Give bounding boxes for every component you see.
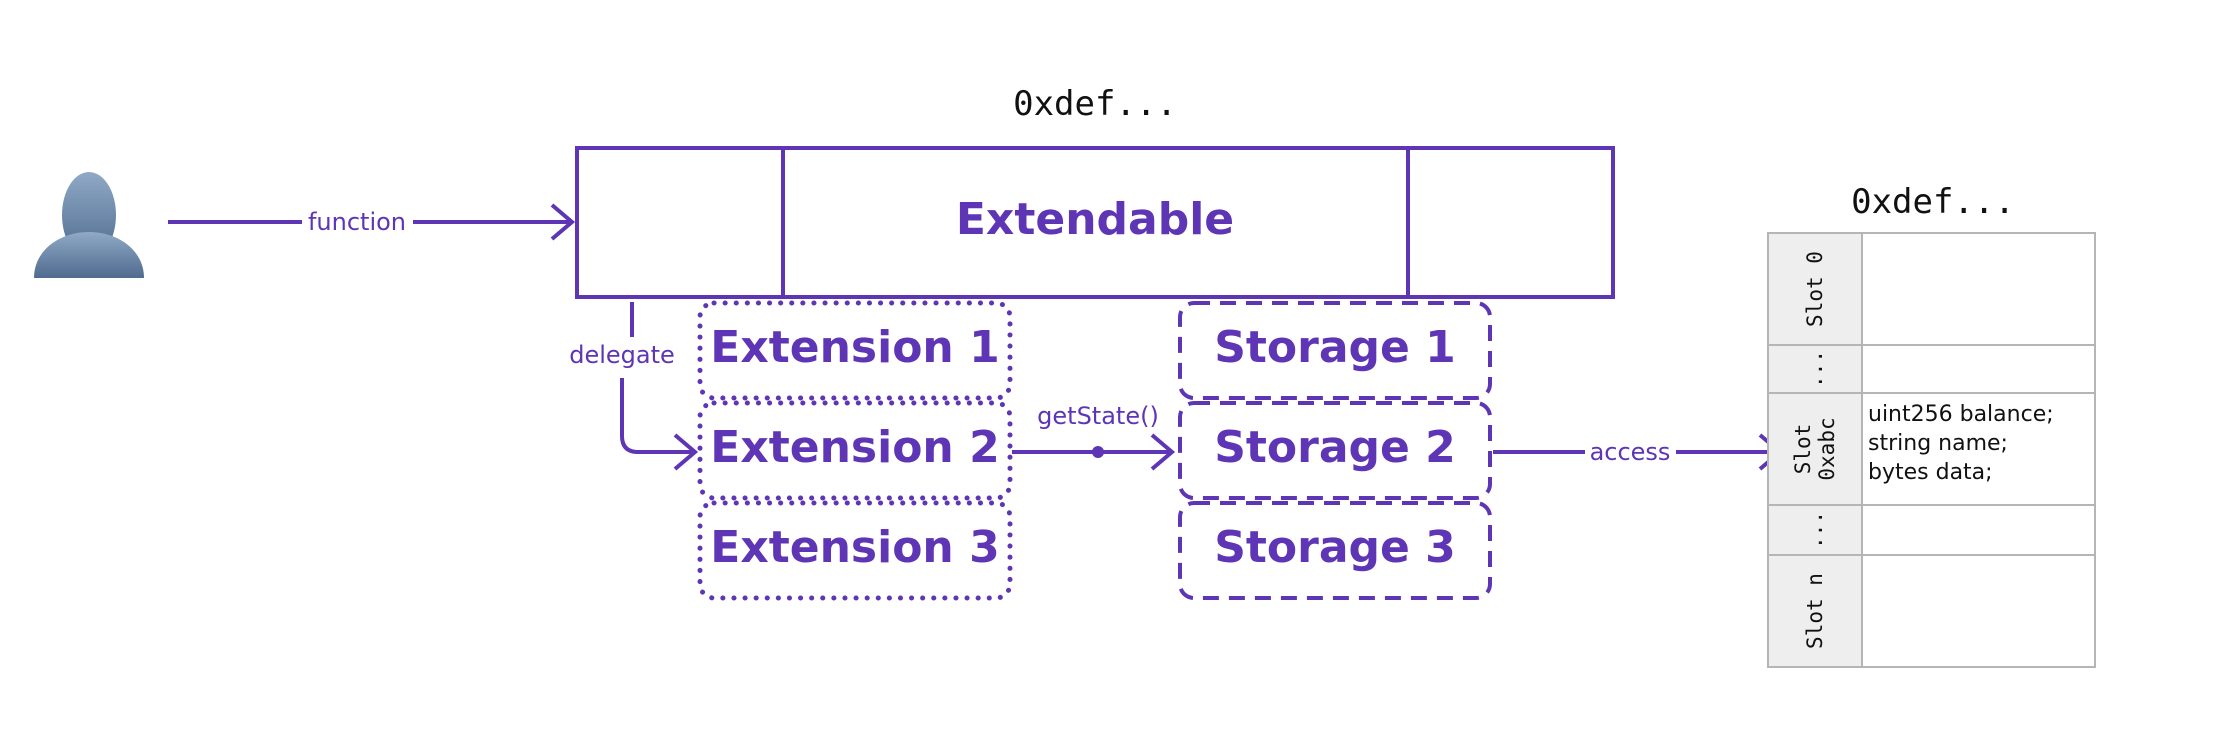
extendable-contract [575,146,1615,299]
delegate-arrow [620,302,699,471]
slot-name: ... [1803,350,1827,388]
slot-header-cell [1767,344,1863,394]
slot-content-line: bytes data; [1868,460,1993,485]
storage-slot-row: ... [1767,344,2096,394]
storage-slot-row: ... [1767,504,2096,556]
storage-box-3: Storage 3 [1178,501,1492,600]
extendable-title: Extendable [956,194,1234,245]
storage-box-2: Storage 2 [1178,401,1492,500]
slot-content-line: string name; [1868,431,2008,456]
user-icon [34,172,144,278]
extension-label: Extension 1 [710,322,999,373]
slot-name: Slot n [1803,573,1827,649]
storage-slot-row: Slot0xabc uint256 balance; string name; byt… [1767,392,2096,506]
storage-label: Storage 3 [1214,522,1456,573]
slot-content-cell [1861,392,2096,506]
getstate-label: getState() [1037,402,1159,430]
slot-content-cell [1861,504,2096,556]
storage-slot-table: Slot 0... Slot0xabc uint256 balance; string… [1767,232,2096,668]
slot-content-line: uint256 balance; [1868,402,2054,427]
slot-name: Slot 0 [1803,251,1827,327]
extension-box-2: Extension 2 [697,400,1013,501]
slot-header-cell [1767,554,1863,668]
delegate-label: delegate [569,341,675,369]
extension-box-1: Extension 1 [697,300,1013,401]
storage-box-1: Storage 1 [1178,301,1492,400]
storage-label: Storage 2 [1214,422,1456,473]
storage-slot-row: Slot n [1767,554,2096,668]
slot-content-cell [1861,554,2096,668]
access-label: access [1590,438,1671,466]
storage-label: Storage 1 [1214,322,1456,373]
function-label: function [308,208,406,236]
function-arrow [168,203,576,241]
extension-label: Extension 2 [710,422,999,473]
slot-content-cell [1861,232,2096,346]
slot-name: ... [1803,511,1827,549]
extension-label: Extension 3 [710,522,999,573]
slot-content-cell [1861,344,2096,394]
storage-slot-row: Slot 0 [1767,232,2096,346]
contract-address: 0xdef... [1013,84,1177,124]
slot-name: Slot0xabc [1791,417,1839,480]
storage-address: 0xdef... [1851,182,2015,222]
getstate-dot [1092,446,1104,458]
extension-box-3: Extension 3 [697,500,1013,601]
